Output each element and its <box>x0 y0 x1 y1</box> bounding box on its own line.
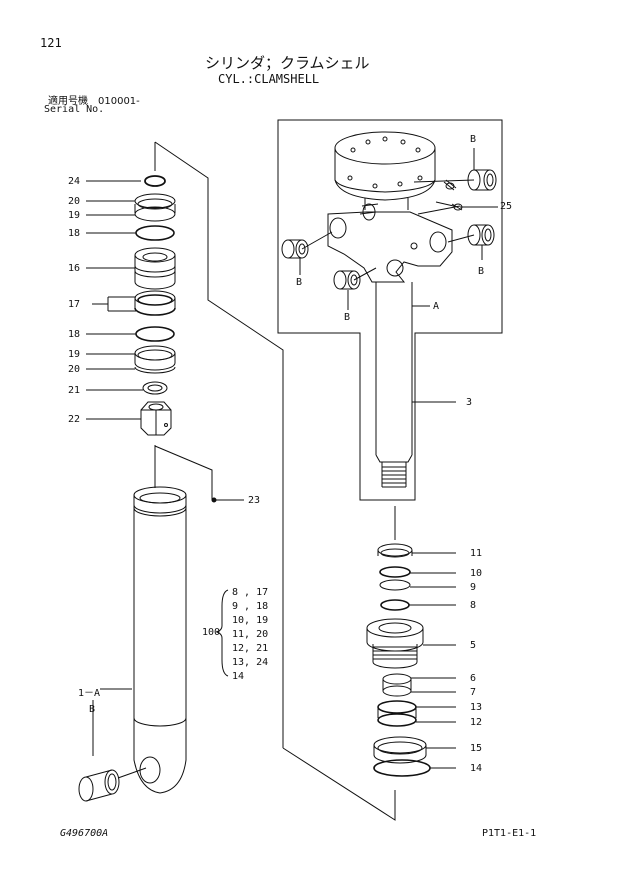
label-b-top-right: B <box>470 134 477 145</box>
label-14: 14 <box>470 763 483 774</box>
serial-japanese: 適用号機 010001- <box>48 96 140 107</box>
serial-english: Serial No. <box>44 104 105 115</box>
label-22: 22 <box>68 414 81 425</box>
kit-row: 12, 21 <box>232 643 269 654</box>
label-9: 9 <box>470 582 477 593</box>
label-16: 16 <box>68 263 81 274</box>
label-b-center: B <box>344 312 351 323</box>
label-20-bottom: 20 <box>68 364 81 375</box>
left-parts-stack <box>134 175 176 436</box>
label-8: 8 <box>470 600 477 611</box>
kit-number: 100 <box>202 627 221 638</box>
label-7: 7 <box>470 687 477 698</box>
label-17: 17 <box>68 299 81 310</box>
kit-row: 14 <box>232 671 245 682</box>
label-23: 23 <box>248 495 261 506</box>
label-rod-a: A <box>433 301 440 312</box>
label-15: 15 <box>470 743 483 754</box>
o-ring-18-top <box>135 225 175 241</box>
label-19-top: 19 <box>68 210 81 221</box>
label-13: 13 <box>470 702 483 713</box>
o-ring-24 <box>144 175 166 187</box>
label-5: 5 <box>470 640 477 651</box>
rod-assembly-frame <box>277 119 503 501</box>
label-19-bottom: 19 <box>68 349 81 360</box>
label-6: 6 <box>470 673 477 684</box>
nut-22 <box>140 401 172 436</box>
kit-row: 9 , 18 <box>232 601 269 612</box>
label-21: 21 <box>68 385 81 396</box>
label-tube-1a: 1－A <box>78 688 101 699</box>
bushing-b-left <box>78 767 147 802</box>
label-tube-b: B <box>89 704 96 715</box>
right-parts-stack <box>366 543 431 777</box>
kit-row: 8 , 17 <box>232 587 269 598</box>
label-10: 10 <box>470 568 483 579</box>
bushing-b-right <box>467 224 495 246</box>
piston-16 <box>134 247 176 290</box>
label-3: 3 <box>466 397 473 408</box>
label-20-top: 20 <box>68 196 81 207</box>
label-18-top: 18 <box>68 228 81 239</box>
page-number: 121 <box>40 36 62 50</box>
title-japanese: シリンダ；クラムシェル <box>205 54 370 72</box>
rod-head <box>327 131 453 283</box>
drawing-number: G496700A <box>60 828 109 839</box>
reference-code: P1T1-E1-1 <box>482 828 537 839</box>
label-b-left: B <box>296 277 303 288</box>
o-ring-18-bottom <box>135 326 175 342</box>
label-b-right: B <box>478 266 485 277</box>
bushing-b-center <box>333 270 361 290</box>
seal-19-20-bottom <box>134 345 176 374</box>
kit-row: 10, 19 <box>232 615 269 626</box>
bushing-b-left-top <box>281 239 309 259</box>
label-25: 25 <box>500 201 513 212</box>
kit-row: 11, 20 <box>232 629 269 640</box>
piston-rod-3 <box>375 282 413 488</box>
label-24: 24 <box>68 176 81 187</box>
washer-21 <box>142 381 168 395</box>
kit-brace <box>215 589 229 677</box>
seal-17 <box>134 290 176 316</box>
kit-row: 13, 24 <box>232 657 269 668</box>
seal-19-top <box>134 204 176 213</box>
title-english: CYL.:CLAMSHELL <box>218 72 320 86</box>
label-18-bottom: 18 <box>68 329 81 340</box>
label-11: 11 <box>470 548 483 559</box>
label-12: 12 <box>470 717 483 728</box>
cylinder-tube-1 <box>133 486 187 794</box>
